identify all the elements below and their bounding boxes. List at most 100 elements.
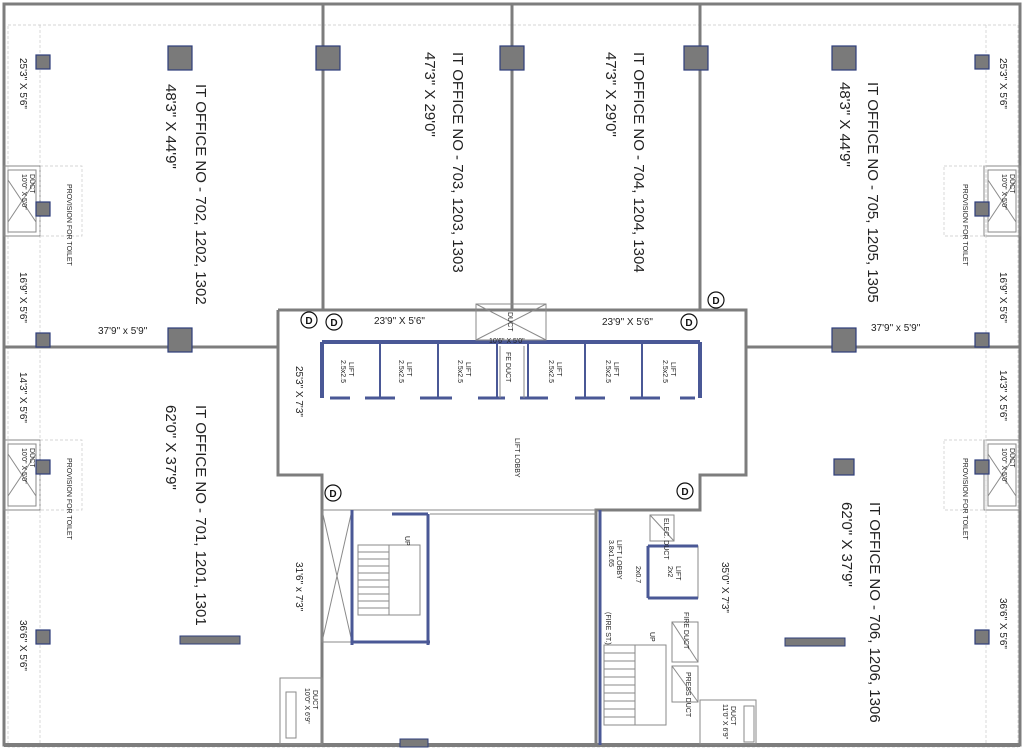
press-duct-label: PRESS DUCT <box>684 672 691 718</box>
dim-right-143: 14'3" X 5'6" <box>997 370 1008 421</box>
small-lift-lobby-size: 3.8x1.65 <box>607 540 614 567</box>
svg-text:LIFT: LIFT <box>669 362 676 377</box>
svg-text:2.5x2.5: 2.5x2.5 <box>604 360 611 383</box>
svg-text:D: D <box>329 489 336 500</box>
door-marker-6: D <box>676 482 694 500</box>
door-marker-1: D <box>300 311 318 329</box>
top-duct-label: DUCT <box>506 312 513 332</box>
svg-text:DUCT: DUCT <box>1008 174 1015 194</box>
dim-lobby-vertical: 25'3" X 7'3" <box>293 366 304 417</box>
svg-text:2.5x2.5: 2.5x2.5 <box>661 360 668 383</box>
right-upper-duct <box>983 165 1021 237</box>
office-705-size: 48'3" X 44'9" <box>836 82 853 167</box>
svg-text:PROVISION FOR TOILET: PROVISION FOR TOILET <box>65 458 72 541</box>
right-lower-duct <box>983 439 1021 511</box>
bottom-left-duct-size: 10'0" X 6'9" <box>303 688 310 724</box>
small-lift-size: 2x2 <box>666 566 673 577</box>
dim-right-top: 25'3" X 5'6" <box>997 58 1008 109</box>
dim-left-143: 14'3" X 5'6" <box>17 372 28 423</box>
stair-left-up: UP <box>403 536 410 546</box>
svg-text:2.5x2.5: 2.5x2.5 <box>339 360 346 383</box>
dim-left-169: 16'9" X 5'6" <box>17 272 28 323</box>
lift-labels: LIFT 2.5x2.5 LIFT 2.5x2.5 LIFT 2.5x2.5 L… <box>339 360 676 383</box>
lift-lobby-label: LIFT LOBBY <box>513 438 520 478</box>
left-lower-toilet-zone <box>39 439 83 511</box>
top-duct-size: 10'6" X 5'0" <box>489 338 525 345</box>
left-upper-toilet-zone <box>39 165 83 237</box>
dim-stair-right: 35'0" X 7'3" <box>719 562 730 613</box>
office-702-label: IT OFFICE NO - 702, 1202, 1302 <box>192 84 209 305</box>
office-703-label: IT OFFICE NO - 703, 1203, 1303 <box>449 52 466 273</box>
bottom-right-duct-label: DUCT <box>729 706 736 726</box>
office-701-label: IT OFFICE NO - 701, 1201, 1301 <box>192 405 209 626</box>
svg-text:10'0" X 5'0": 10'0" X 5'0" <box>20 174 27 210</box>
svg-text:D: D <box>305 316 312 327</box>
svg-text:D: D <box>681 487 688 498</box>
dim-stair-left: 31'6" x 7'3" <box>293 562 304 612</box>
dim-left-top: 25'3" X 5'6" <box>17 58 28 109</box>
svg-text:D: D <box>330 318 337 329</box>
lift-bank <box>320 342 702 400</box>
press-duct-box <box>671 665 699 703</box>
svg-text:DUCT: DUCT <box>28 448 35 468</box>
bottom-left-duct-box <box>279 677 323 745</box>
door-marker-4: D <box>707 291 725 309</box>
svg-text:D: D <box>685 318 692 329</box>
office-705-label: IT OFFICE NO - 705, 1205, 1305 <box>864 82 881 303</box>
dim-right-169: 16'9" X 5'6" <box>997 272 1008 323</box>
svg-text:LIFT: LIFT <box>405 362 412 377</box>
fire-stair-treads <box>603 644 667 726</box>
right-upper-toilet-zone <box>943 165 987 237</box>
fire-duct-label: FIRE DUCT <box>682 612 689 650</box>
door-marker-3: D <box>680 313 698 331</box>
office-701-size: 62'0" X 37'9" <box>162 405 179 490</box>
dim-right-366: 36'6" X 5'6" <box>997 598 1008 649</box>
dim-corridor-right: 37'9" x 5'9" <box>871 323 921 334</box>
left-lower-duct <box>3 439 41 511</box>
svg-text:DUCT: DUCT <box>1008 448 1015 468</box>
fire-duct-box <box>671 621 699 663</box>
elec-duct-label: ELEC. DUCT <box>662 518 669 560</box>
svg-text:LIFT: LIFT <box>347 362 354 377</box>
office-703-size: 47'3" X 29'0" <box>421 52 438 137</box>
bottom-right-duct-box <box>699 699 757 745</box>
elec-duct-box <box>649 514 675 542</box>
svg-text:LIFT: LIFT <box>612 362 619 377</box>
small-lift-lobby-label: LIFT LOBBY <box>615 540 622 580</box>
bottom-right-duct-size: 11'0" X 6'9" <box>721 704 728 740</box>
svg-text:LIFT: LIFT <box>555 362 562 377</box>
office-706-label: IT OFFICE NO - 706, 1206, 1306 <box>866 502 883 723</box>
top-duct-box <box>475 303 547 341</box>
office-704-label: IT OFFICE NO - 704, 1204, 1304 <box>630 52 647 273</box>
stair-left-treads <box>357 544 421 616</box>
right-lower-toilet-zone <box>943 439 987 511</box>
svg-text:D: D <box>712 296 719 307</box>
svg-text:PROVISION FOR TOILET: PROVISION FOR TOILET <box>961 184 968 267</box>
svg-text:2.5x2.5: 2.5x2.5 <box>456 360 463 383</box>
fe-duct-hatch <box>499 346 525 398</box>
dim-lobby-top-right: 23'9" X 5'6" <box>602 317 653 328</box>
svg-text:DUCT: DUCT <box>28 174 35 194</box>
small-lift-cab: 2x0.7 <box>634 566 641 583</box>
svg-text:PROVISION FOR TOILET: PROVISION FOR TOILET <box>961 458 968 541</box>
bottom-left-duct-label: DUCT <box>311 690 318 710</box>
dim-lobby-top-left: 23'9" X 5'6" <box>374 316 425 327</box>
fe-duct-label: FE DUCT <box>504 352 511 383</box>
left-upper-duct <box>3 165 41 237</box>
svg-text:10'0" X 5'0": 10'0" X 5'0" <box>1000 448 1007 484</box>
dim-left-366: 36'6" X 5'6" <box>17 620 28 671</box>
svg-text:2.5x2.5: 2.5x2.5 <box>397 360 404 383</box>
svg-text:10'0" X 5'0": 10'0" X 5'0" <box>20 448 27 484</box>
office-704-size: 47'3" X 29'0" <box>602 52 619 137</box>
office-706-size: 62'0" X 37'9" <box>838 502 855 587</box>
svg-text:LIFT: LIFT <box>464 362 471 377</box>
fire-stair-label: (FIRE ST.) <box>604 612 611 645</box>
columns <box>35 45 990 748</box>
svg-text:PROVISION FOR TOILET: PROVISION FOR TOILET <box>65 184 72 267</box>
small-lift-label: LIFT <box>674 566 681 581</box>
door-marker-5: D <box>324 484 342 502</box>
office-702-size: 48'3" X 44'9" <box>162 84 179 169</box>
fire-stair-up: UP <box>648 632 655 642</box>
dim-corridor-left: 37'9" x 5'9" <box>98 326 148 337</box>
